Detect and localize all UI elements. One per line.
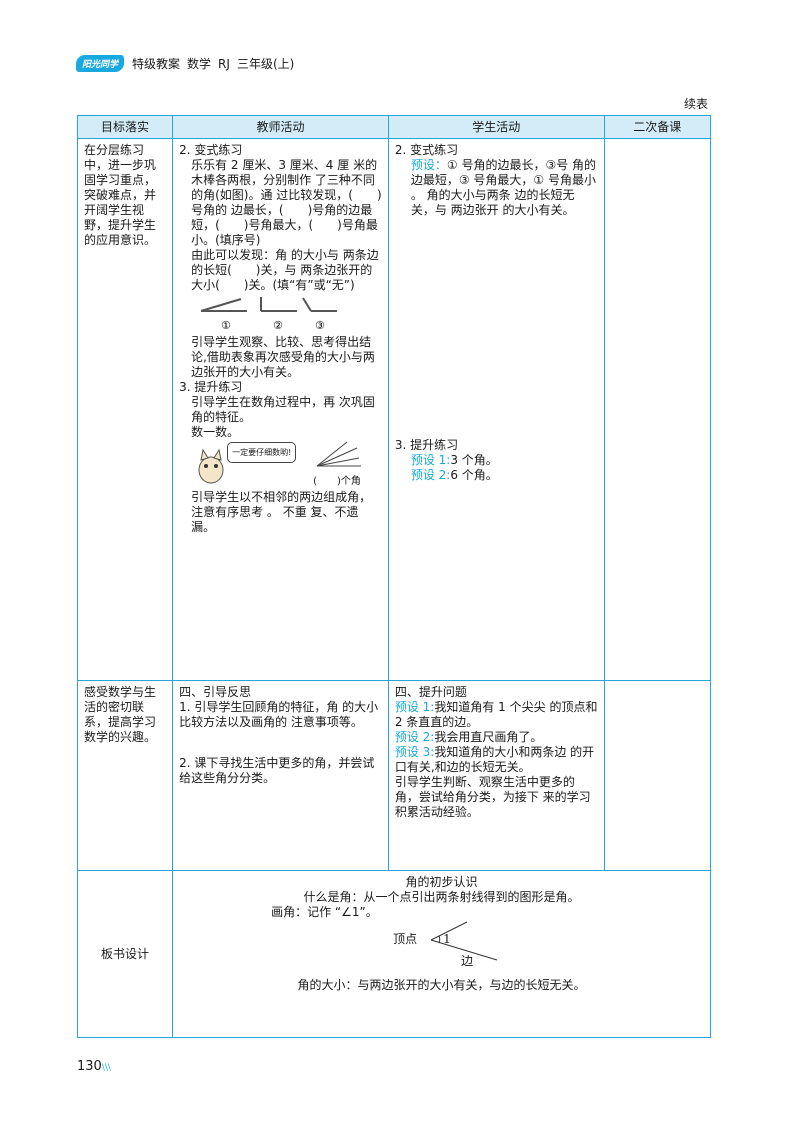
goal-text: 在分层练习中，进一步巩固学习重点，突破难点，并开阔学生视野，提升学生的应用意识。 — [84, 143, 157, 247]
teacher-cell: 四、引导反思 1. 引导学生回顾角的特征，角 的大小比较方法以及画角的 注意事项… — [172, 680, 389, 871]
teacher-text: 引导学生在数角过程中，再 次巩固角的特征。 — [191, 395, 375, 424]
preset-label: 预设 2: — [410, 468, 451, 482]
student-text: 引导学生判断、观察生活中更多的角，尝试给角分类，为接下 来的学习积累活动经验。 — [394, 775, 591, 819]
student-text: 预设 3:我知道角的大小和两条边 的开口有关,和边的长短无关。 — [395, 745, 598, 775]
student-text: 预设 2:我会用直尺画角了。 — [395, 730, 598, 745]
preset-text: 我会用直尺画角了。 — [434, 730, 543, 744]
board-label: 板书设计 — [76, 870, 174, 1038]
student-text: 预设 2:6 个角。 — [395, 468, 598, 483]
preset-label: 预设 3: — [394, 745, 435, 759]
counting-figure: 一定要仔细数哟! ( )个角 — [193, 440, 382, 490]
count-blank: ( )个角 — [313, 476, 361, 487]
preset-text: 我知道角的大小和两条边 的开口有关,和边的长短无关。 — [394, 745, 595, 774]
preset-text: ① 号角的边最长，③号 角的边最短，③ 号角最大，① 号角最小 。 角的大小与两… — [410, 158, 597, 217]
board-angle-figure: 顶点 1 边 — [179, 920, 704, 974]
side-label: 边 — [461, 954, 474, 968]
page-number: 130\\\ — [77, 1059, 111, 1074]
col-header-goal: 目标落实 — [76, 115, 174, 139]
board-definition: 什么是角：从一个点引出两条射线得到的图形是角。 — [303, 890, 580, 904]
grade: 三年级(上) — [236, 57, 295, 71]
figure-label: ① — [221, 319, 231, 331]
teacher-text: 引导学生观察、比较、思考得出结论,借助表象再次感受角的大小与两边张开的大小有关。 — [191, 335, 375, 379]
teacher-text: 1. 引导学生回顾角的特征，角 的大小比较方法以及画角的 注意事项等。 — [179, 700, 379, 729]
teacher-section-title: 2. 变式练习 — [179, 143, 243, 157]
spacer — [395, 218, 598, 438]
teacher-text: 2. 课下寻找生活中更多的角，并尝试给这些角分分类。 — [179, 756, 375, 785]
vertex-label: 顶点 — [393, 932, 418, 946]
preset-label: 预设： — [410, 158, 447, 172]
preset-label: 预设 1: — [394, 700, 435, 714]
student-section-title: 3. 提升练习 — [394, 438, 459, 452]
goal-text: 感受数学与生活的密切联系，提高学习数学的兴趣。 — [84, 685, 157, 744]
teacher-text: 由此可以发现：角 的大小与 两条边的长短( )关，与 两条边张开的大小( )关。… — [191, 248, 379, 292]
speech-bubble: 一定要仔细数哟! — [227, 442, 297, 463]
notes-cell — [603, 680, 712, 871]
page-number-text: 130 — [77, 1059, 102, 1074]
brand-logo: 阳光同学 — [76, 55, 125, 72]
figure-label: ② — [273, 319, 283, 331]
teacher-text: 乐乐有 2 厘米、3 厘米、4 厘 米的木棒各两根，分别制作 了三种不同的角(如… — [191, 158, 382, 247]
preset-label: 预设 1: — [410, 453, 451, 467]
preset-text: 6 个角。 — [450, 468, 498, 482]
board-draw: 画角：记作 “∠1”。 — [271, 905, 378, 919]
figure-label: ③ — [315, 319, 325, 331]
student-cell: 2. 变式练习 预设：① 号角的边最长，③号 角的边最短，③ 号角最大，① 号角… — [387, 138, 605, 681]
student-text: 预设 1:3 个角。 — [395, 453, 598, 468]
subject: 数学 — [187, 57, 212, 71]
board-title: 角的初步认识 — [405, 875, 478, 889]
goal-cell: 感受数学与生活的密切联系，提高学习数学的兴趣。 — [76, 680, 174, 871]
angle-figures: ① ② ③ — [200, 297, 338, 331]
table-row: 感受数学与生活的密切联系，提高学习数学的兴趣。 四、引导反思 1. 引导学生回顾… — [76, 680, 712, 871]
fan-angle-figure — [316, 441, 362, 467]
preset-text: 我知道角有 1 个尖尖 的顶点和 2 条直直的边。 — [394, 700, 598, 729]
preset-label: 预设 2: — [394, 730, 435, 744]
teacher-section-title: 3. 提升练习 — [179, 380, 243, 394]
teacher-section-title: 四、引导反思 — [179, 685, 252, 699]
lesson-plan-table: 目标落实 教师活动 学生活动 二次备课 在分层练习中，进一步巩固学习重点，突破难… — [76, 115, 712, 1038]
page-header: 阳光同学 特级教案 数学 RJ 三年级(上) — [76, 55, 294, 72]
col-header-teacher: 教师活动 — [172, 115, 389, 139]
student-section-title: 四、提升问题 — [394, 685, 467, 699]
board-design: 角的初步认识 什么是角：从一个点引出两条射线得到的图形是角。 画角：记作 “∠1… — [172, 870, 711, 1038]
student-text: 预设：① 号角的边最长，③号 角的边最短，③ 号角最大，① 号角最小 。 角的大… — [395, 158, 598, 218]
spacer — [179, 730, 382, 756]
table-row: 在分层练习中，进一步巩固学习重点，突破难点，并开阔学生视野，提升学生的应用意识。… — [76, 138, 712, 681]
table-header-row: 目标落实 教师活动 学生活动 二次备课 — [76, 115, 712, 139]
preset-text: 3 个角。 — [450, 453, 498, 467]
edition: RJ — [218, 56, 230, 71]
angle-number: 1 — [443, 932, 451, 946]
board-size-rule: 角的大小：与两边张开的大小有关，与边的长短无关。 — [297, 978, 586, 992]
page-marks: \\\ — [101, 1063, 111, 1073]
goal-cell: 在分层练习中，进一步巩固学习重点，突破难点，并开阔学生视野，提升学生的应用意识。 — [76, 138, 174, 681]
board-row: 板书设计 角的初步认识 什么是角：从一个点引出两条射线得到的图形是角。 画角：记… — [76, 870, 711, 1038]
student-text: 预设 1:我知道角有 1 个尖尖 的顶点和 2 条直直的边。 — [395, 700, 598, 730]
teacher-text: 数一数。 — [191, 425, 240, 439]
student-cell: 四、提升问题 预设 1:我知道角有 1 个尖尖 的顶点和 2 条直直的边。 预设… — [387, 680, 605, 871]
student-section-title: 2. 变式练习 — [394, 143, 459, 157]
col-header-notes: 二次备课 — [603, 115, 712, 139]
col-header-student: 学生活动 — [387, 115, 605, 139]
cartoon-cat-icon — [198, 448, 224, 484]
notes-cell — [603, 138, 712, 681]
teacher-text: 引导学生以不相邻的两边组成角，注意有序思考 。 不重 复、不遗漏。 — [191, 490, 372, 534]
teacher-cell: 2. 变式练习 乐乐有 2 厘米、3 厘米、4 厘 米的木棒各两根，分别制作 了… — [172, 138, 389, 681]
book-title: 特级教案 — [132, 57, 181, 71]
continued-label: 续表 — [683, 97, 708, 111]
angle-diagram — [430, 921, 498, 961]
